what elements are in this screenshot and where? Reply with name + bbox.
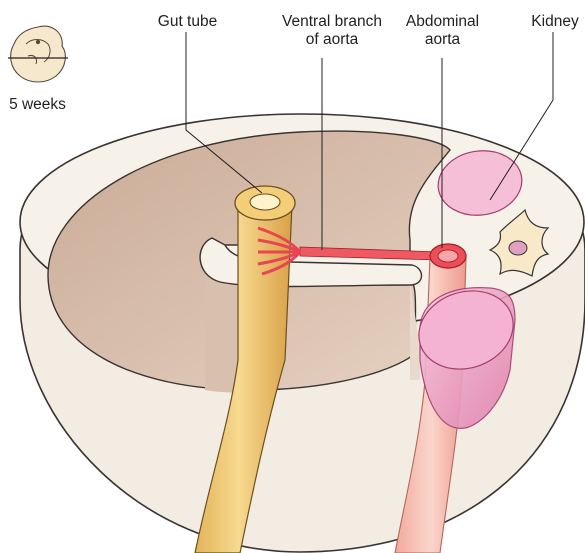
label-ventral-branch-line1: Ventral branch (272, 13, 392, 30)
label-gut-tube: Gut tube (150, 13, 225, 30)
label-embryo-age: 5 weeks (0, 96, 75, 113)
embryo-icon (8, 26, 68, 82)
label-abdominal-aorta-line2: aorta (400, 31, 485, 48)
label-kidney: Kidney (527, 13, 583, 30)
label-abdominal-aorta-line1: Abdominal (400, 13, 485, 30)
label-ventral-branch-line2: of aorta (272, 31, 392, 48)
